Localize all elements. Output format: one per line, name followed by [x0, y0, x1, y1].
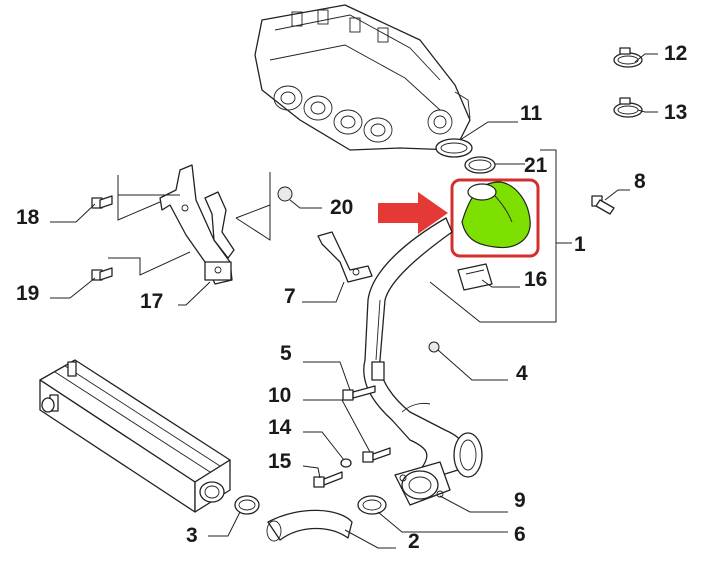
callout-10: 10 [268, 384, 291, 407]
callout-18: 18 [16, 206, 40, 229]
callout-labels: 12 13 11 21 8 1 16 4 9 6 2 3 5 10 14 15 … [16, 42, 687, 553]
screw-5 [342, 385, 376, 401]
o-ring-21 [464, 156, 496, 174]
intake-manifold [254, 4, 471, 151]
highlighted-elbow-hose [461, 181, 531, 249]
callout-5: 5 [280, 342, 292, 365]
nut-4 [428, 341, 440, 353]
hose-clamp-3 [234, 495, 260, 515]
hose-clamp-13 [613, 97, 643, 118]
support-bracket-17 [159, 164, 235, 285]
pipe-flange-9 [394, 461, 451, 506]
callout-9: 9 [514, 489, 526, 512]
callout-4: 4 [516, 362, 528, 385]
callout-21: 21 [524, 154, 548, 177]
intercooler [39, 359, 231, 513]
mounting-bracket-7 [317, 231, 373, 283]
callout-19: 19 [16, 282, 39, 305]
callout-20: 20 [330, 196, 353, 219]
hose-clamp-12 [613, 47, 643, 68]
callout-15: 15 [268, 450, 292, 473]
retaining-clip-16 [457, 263, 493, 291]
screw-15 [313, 471, 343, 488]
rubber-hose-2 [266, 509, 353, 542]
callout-8: 8 [634, 170, 646, 193]
pointer-arrow [378, 192, 448, 234]
bolt-19 [91, 267, 113, 281]
callout-13: 13 [664, 101, 687, 124]
callout-14: 14 [268, 416, 292, 439]
callout-1: 1 [574, 233, 586, 256]
callout-11: 11 [520, 102, 543, 125]
grouping-lines [108, 149, 572, 323]
leader-lines [50, 53, 658, 549]
callout-3: 3 [186, 524, 198, 547]
highlight-box [450, 178, 540, 258]
callout-12: 12 [664, 42, 687, 65]
callout-16: 16 [524, 268, 547, 291]
screw-10 [362, 447, 391, 463]
callout-7: 7 [284, 285, 296, 308]
hose-clamp-6 [357, 495, 387, 515]
bolt-8 [591, 195, 615, 215]
bolt-18 [91, 195, 113, 209]
callout-2: 2 [408, 530, 420, 553]
nut-20 [277, 186, 293, 202]
hose-clamp-11 [435, 138, 473, 158]
callout-17: 17 [140, 290, 163, 313]
callout-6: 6 [514, 523, 526, 546]
washer-14 [340, 458, 352, 468]
